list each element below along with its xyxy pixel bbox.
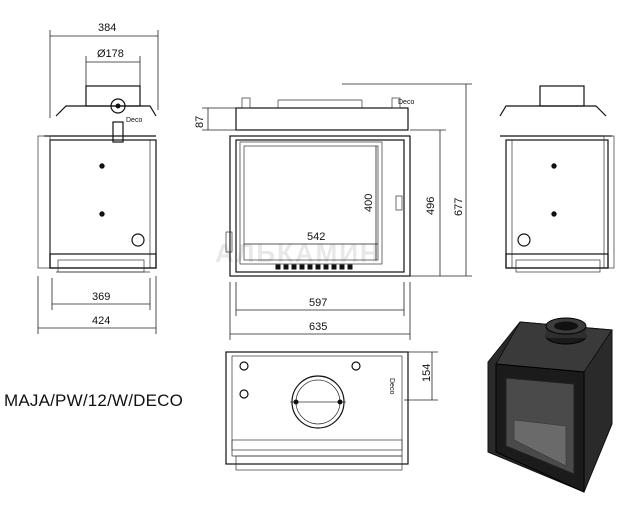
side-body — [49, 139, 157, 269]
right-bolt-1-icon — [551, 163, 557, 169]
right-water-port-icon — [517, 233, 531, 247]
side-water-port-icon — [131, 233, 145, 247]
dim-label-diameter: Ø178 — [97, 48, 124, 60]
front-brand-tag: Deco — [398, 99, 414, 106]
front-door-handle — [395, 195, 403, 211]
side-bolt-2-icon — [99, 211, 105, 217]
dim-label-400: 400 — [363, 194, 375, 212]
dim-label-87: 87 — [194, 116, 206, 128]
front-glass — [243, 145, 379, 261]
right-front-frame — [603, 135, 615, 269]
top-port-1-icon — [239, 361, 249, 371]
side-view-left: 384 Ø178 Deco 369 424 — [37, 22, 159, 334]
side-view-right — [499, 85, 615, 273]
dim-label-369: 369 — [92, 291, 110, 303]
right-base — [505, 253, 609, 269]
right-top-cap — [499, 105, 607, 117]
dim-label-597: 597 — [309, 297, 327, 309]
right-collar — [539, 85, 585, 107]
top-brand-tag: Deco — [388, 378, 395, 394]
front-collar — [235, 107, 409, 131]
side-bolt-1-icon — [99, 163, 105, 169]
side-collar — [85, 85, 141, 107]
dim-label-542: 542 — [307, 231, 325, 243]
top-port-3-icon — [351, 361, 361, 371]
watermark-text: АЛЬКАМИН — [215, 238, 381, 268]
top-front-frame — [231, 439, 403, 451]
dim-label-424: 424 — [92, 315, 110, 327]
top-view: Deco 154 — [225, 351, 438, 471]
right-bolt-2-icon — [551, 211, 557, 217]
front-air-vents — [275, 264, 353, 270]
side-brand-tag: Deco — [126, 117, 142, 124]
right-body — [505, 139, 609, 269]
dim-label-635: 635 — [309, 321, 327, 333]
model-name-label: MAJA/PW/12/W/DECO — [4, 391, 184, 410]
side-valve-stem — [112, 121, 124, 143]
fireplace-3d-render — [487, 317, 613, 493]
top-body — [225, 351, 409, 465]
dim-label-677: 677 — [453, 198, 465, 216]
side-base — [49, 253, 157, 269]
front-body — [229, 135, 411, 277]
top-port-2-icon — [239, 389, 249, 399]
dim-label-384: 384 — [98, 22, 116, 34]
dim-label-496: 496 — [425, 197, 437, 215]
front-view: Deco 87 400 542 — [194, 83, 472, 340]
side-top-cap — [55, 105, 157, 117]
dim-label-154: 154 — [421, 364, 433, 382]
side-front-frame — [37, 135, 51, 269]
valve-handle-icon — [110, 98, 126, 114]
